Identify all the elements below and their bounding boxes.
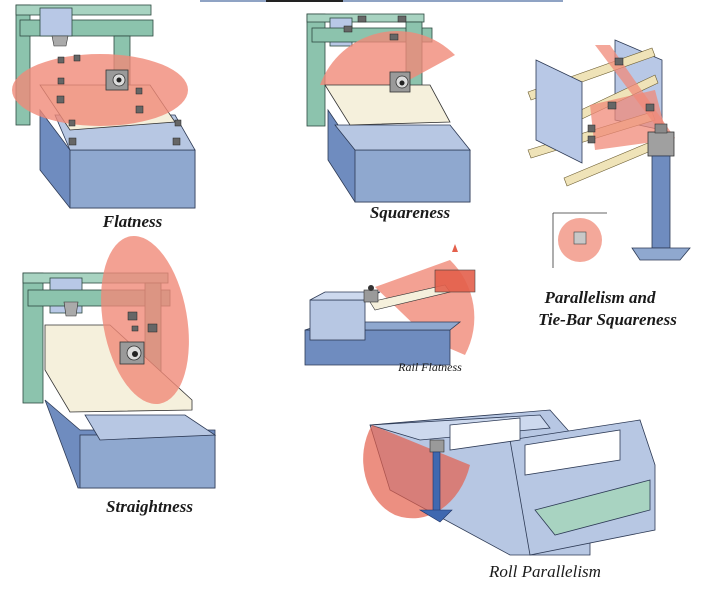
caption-parallelism-line2: Tie-Bar Squareness [538, 310, 677, 329]
straightness-targets [127, 311, 158, 333]
caption-parallelism-line1: Parallelism and [544, 288, 656, 307]
laser-emitter-icon [389, 71, 411, 93]
rail-flatness-illustration [304, 244, 476, 366]
laser-tower-icon [418, 439, 453, 523]
caption-rail-flatness: Rail Flatness [398, 360, 462, 374]
laser-plane [12, 54, 188, 126]
caption-flatness: Flatness [102, 212, 163, 231]
laser-emitter-icon [363, 285, 379, 303]
laser-emitter-icon [119, 341, 145, 365]
guard-panel [534, 479, 651, 536]
caption-roll-parallelism: Roll Parallelism [489, 562, 601, 581]
laser-plane [363, 425, 470, 519]
top-border-line [200, 0, 563, 2]
caption-squareness: Squareness [369, 203, 451, 222]
machine-base [304, 291, 462, 366]
caption-straightness: Straightness [106, 497, 193, 516]
machine-base [44, 399, 217, 489]
front-platen [535, 59, 583, 164]
roll-parallelism-illustration [363, 409, 656, 556]
panel-parallelism: Parallelism and Tie-Bar Squareness [500, 20, 718, 340]
panel-straightness: Straightness [0, 235, 230, 530]
parallelism-targets [587, 57, 655, 144]
top-border-accent [266, 0, 343, 2]
laser-tower-icon [631, 123, 691, 261]
panel-squareness: Squareness [290, 0, 530, 240]
panel-flatness: Flatness [0, 0, 240, 240]
flatness-targets [56, 54, 182, 146]
carriage-block [434, 244, 476, 293]
parallelism-illustration [527, 39, 691, 268]
panel-roll-parallelism: Roll Parallelism [350, 380, 670, 614]
straightness-illustration [22, 235, 217, 489]
squareness-targets [343, 15, 407, 41]
laser-beam [595, 45, 675, 142]
panel-rail-flatness: Rail Flatness [290, 230, 510, 390]
laser-emitter-icon [105, 69, 129, 91]
squareness-illustration [306, 13, 471, 203]
laser-plane [320, 31, 455, 86]
machine-base [327, 108, 471, 203]
inset-laser-pattern-icon [552, 212, 607, 268]
rolls [449, 417, 621, 476]
flatness-illustration [12, 4, 196, 209]
work-table [324, 84, 451, 126]
